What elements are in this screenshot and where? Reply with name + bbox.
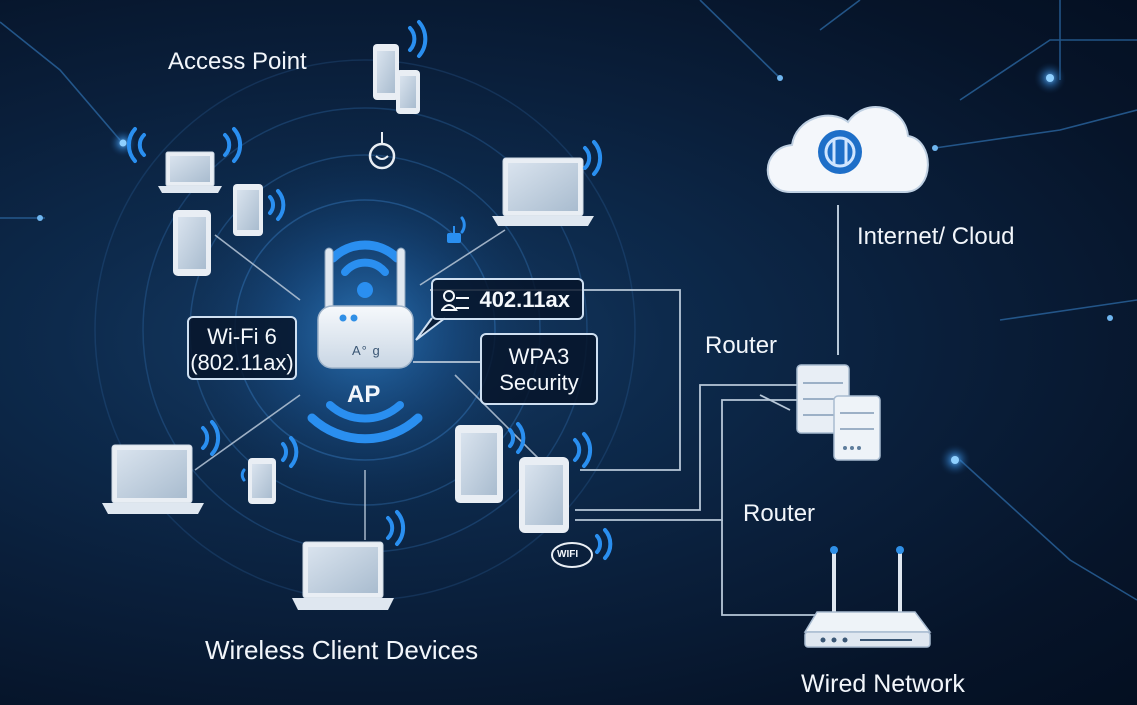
phone-icon bbox=[248, 458, 276, 504]
access-point-label: Access Point bbox=[168, 48, 307, 75]
phone-icon bbox=[455, 425, 503, 503]
laptop-icon bbox=[102, 444, 204, 514]
access-point-device bbox=[317, 247, 414, 369]
standard-callout: 402.11ax bbox=[431, 278, 584, 320]
wifi6-callout-line2: (802.11ax) bbox=[190, 350, 294, 375]
standard-callout-text: 402.11ax bbox=[479, 287, 570, 312]
router-label-lower: Router bbox=[743, 500, 816, 527]
server-icon bbox=[796, 364, 881, 461]
wired-network-label: Wired Network bbox=[801, 670, 965, 698]
wifi-badge bbox=[551, 542, 593, 568]
wpa3-callout-line1: WPA3 bbox=[508, 344, 570, 369]
wifi6-callout: Wi-Fi 6 (802.11ax) bbox=[187, 316, 297, 380]
user-icon bbox=[440, 289, 475, 311]
router-label-upper: Router bbox=[705, 332, 778, 359]
wifi6-callout-line1: Wi-Fi 6 bbox=[207, 324, 277, 349]
wifi-badge-text: WIFI bbox=[557, 549, 579, 560]
wpa3-callout: WPA3 Security bbox=[480, 333, 598, 405]
laptop-icon bbox=[492, 157, 594, 226]
wireless-clients-label: Wireless Client Devices bbox=[205, 635, 479, 665]
phone-icon bbox=[233, 184, 263, 236]
circuit-traces bbox=[0, 0, 1137, 601]
callout-pointer bbox=[415, 317, 446, 341]
router-icon bbox=[803, 546, 932, 648]
phone-icon bbox=[173, 210, 211, 276]
phone-icon bbox=[519, 457, 569, 533]
laptop-icon bbox=[292, 541, 394, 610]
cloud-icon bbox=[766, 106, 929, 193]
wifi-icon bbox=[126, 20, 613, 560]
phone-icon bbox=[373, 44, 420, 114]
badge-icon bbox=[368, 132, 396, 170]
ap-face-text: A° g bbox=[352, 343, 381, 358]
spoke-lines bbox=[194, 229, 541, 540]
laptop-icon bbox=[158, 151, 222, 193]
wpa3-callout-line2: Security bbox=[499, 370, 579, 395]
internet-cloud-label: Internet/ Cloud bbox=[857, 223, 1015, 250]
ap-signal-arcs bbox=[307, 240, 423, 444]
router-small-icon bbox=[447, 226, 461, 243]
ap-label: AP bbox=[347, 381, 381, 408]
